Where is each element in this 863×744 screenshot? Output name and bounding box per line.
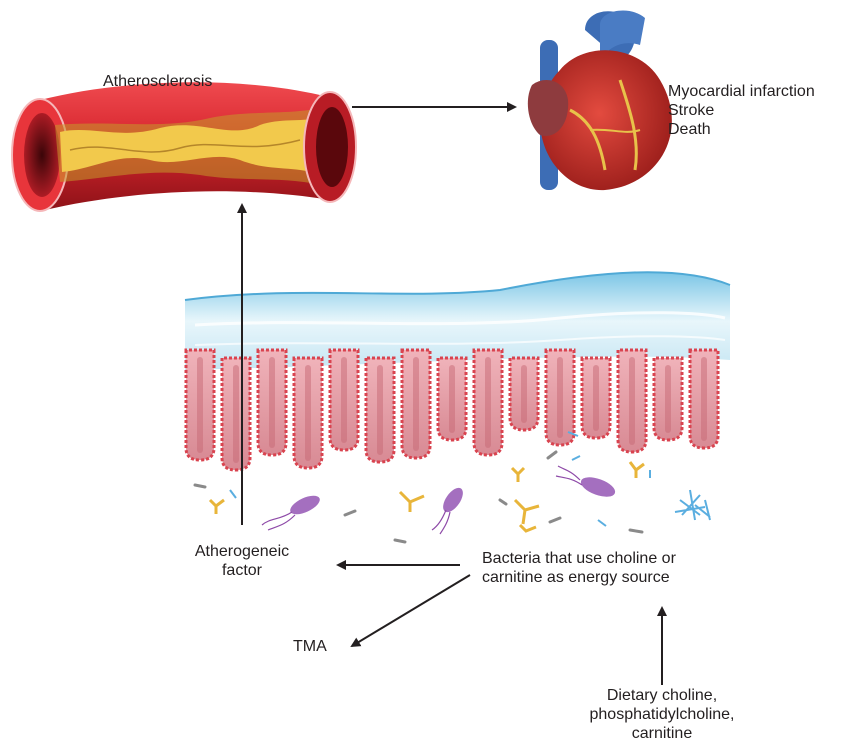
bacteria-line-1: Bacteria that use choline or — [482, 549, 676, 568]
dietary-label: Dietary choline, phosphatidylcholine, ca… — [560, 686, 764, 743]
dietary-line-2: phosphatidylcholine, — [560, 705, 764, 724]
outcome-death: Death — [668, 120, 815, 139]
intestinal-villi — [186, 350, 718, 470]
outcome-stroke: Stroke — [668, 101, 815, 120]
artery-illustration — [12, 82, 356, 211]
y-shaped-molecules — [210, 462, 644, 531]
bacterium-rod — [556, 466, 618, 501]
bacteria-label: Bacteria that use choline or carnitine a… — [482, 549, 676, 587]
outcome-myocardial-infarction: Myocardial infarction — [668, 82, 815, 101]
dietary-line-3: carnitine — [560, 724, 764, 743]
bacterium-rod — [262, 492, 322, 530]
bacteria-cluster — [675, 490, 710, 520]
atherogenic-factor-line-2: factor — [170, 561, 314, 580]
dietary-line-1: Dietary choline, — [560, 686, 764, 705]
atherogenic-factor-label: Atherogeneic factor — [170, 542, 314, 580]
atherosclerosis-label: Atherosclerosis — [103, 72, 212, 91]
bacteria-line-2: carnitine as energy source — [482, 568, 676, 587]
bacterium-rod — [432, 485, 467, 534]
arrow-bacteria-to-tma — [352, 575, 470, 646]
atherogenic-factor-line-1: Atherogeneic — [170, 542, 314, 561]
tma-label: TMA — [293, 637, 327, 656]
heart-illustration — [528, 11, 672, 191]
outcomes-label: Myocardial infarction Stroke Death — [668, 82, 815, 139]
